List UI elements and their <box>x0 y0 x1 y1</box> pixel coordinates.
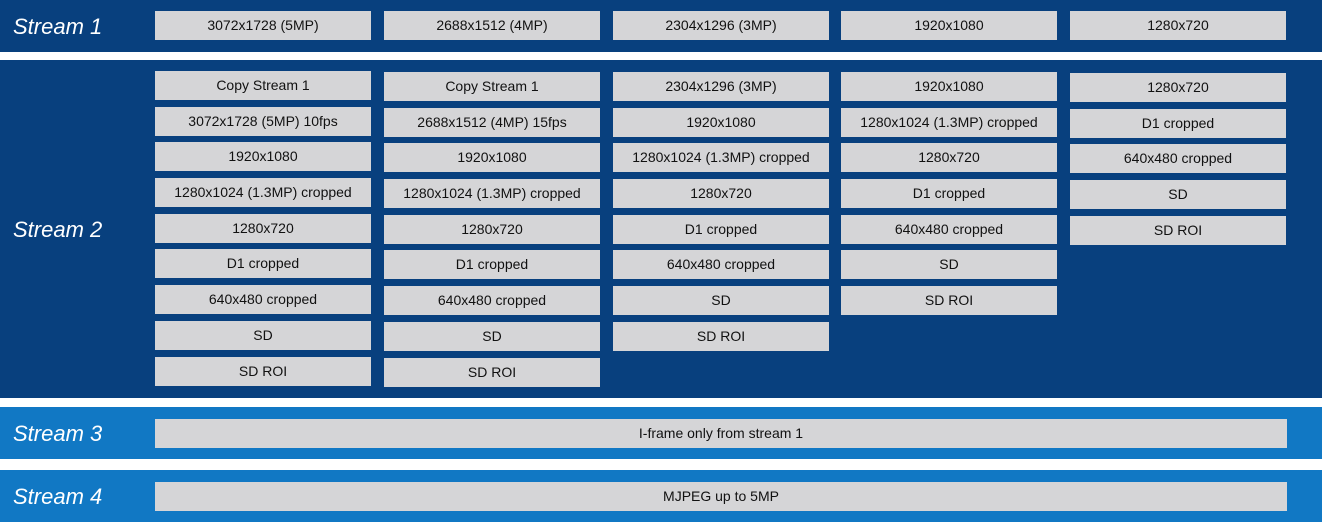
stream-2-option: 2304x1296 (3MP) <box>613 72 829 101</box>
stream-2-column: 2304x1296 (3MP) 1920x1080 1280x1024 (1.3MP… <box>613 72 829 351</box>
stream-2-option: 1280x1024 (1.3MP) cropped <box>384 179 600 209</box>
stream-2-option: SD <box>1070 180 1286 210</box>
stream-3-label: Stream 3 <box>13 421 103 446</box>
stream-2-option: D1 cropped <box>155 249 371 279</box>
stream-2-option: SD ROI <box>384 357 600 387</box>
stream-2-option: SD <box>384 321 600 351</box>
stream-2-option: Copy Stream 1 <box>155 71 371 100</box>
stream-2-option: 1920x1080 <box>384 143 600 173</box>
stream-3-row: Stream 3 I-frame only from stream 1 <box>0 407 1322 459</box>
stream-2-option: 1280x1024 (1.3MP) cropped <box>841 107 1057 137</box>
stream-2-option: 1920x1080 <box>841 72 1057 101</box>
stream-2-option: 640x480 cropped <box>1070 144 1286 174</box>
stream-1-option: 1920x1080 <box>841 11 1057 40</box>
stream-2-option: 640x480 cropped <box>384 286 600 316</box>
stream-2-option: 1280x720 <box>155 213 371 243</box>
stream-2-column: Copy Stream 1 3072x1728 (5MP) 10fps 1920x1… <box>155 71 371 386</box>
stream-2-option: D1 cropped <box>841 179 1057 209</box>
stream-2-option: D1 cropped <box>1070 108 1286 138</box>
stream-2-option: 1280x720 <box>613 179 829 209</box>
stream-2-option: 640x480 cropped <box>613 250 829 280</box>
stream-2-row: Stream 2 Copy Stream 1 3072x1728 (5MP) 10… <box>0 60 1322 398</box>
stream-2-option: 2688x1512 (4MP) 15fps <box>384 107 600 137</box>
stream-2-option: SD <box>155 320 371 350</box>
stream-1-row: Stream 1 3072x1728 (5MP) 2688x1512 (4MP) 2… <box>0 0 1322 52</box>
stream-2-option: Copy Stream 1 <box>384 72 600 101</box>
stream-2-option: 640x480 cropped <box>155 285 371 315</box>
stream-1-option: 1280x720 <box>1070 11 1286 40</box>
stream-2-option: 1280x720 <box>1070 73 1286 102</box>
stream-2-option: SD <box>613 286 829 316</box>
stream-1-label: Stream 1 <box>13 14 103 39</box>
stream-2-column: Copy Stream 1 2688x1512 (4MP) 15fps 1920x1… <box>384 72 600 387</box>
stream-2-option: 1280x1024 (1.3MP) cropped <box>613 143 829 173</box>
stream-2-option: SD ROI <box>1070 215 1286 245</box>
stream-2-option: SD ROI <box>613 321 829 351</box>
stream-2-option: 3072x1728 (5MP) 10fps <box>155 106 371 136</box>
stream-4-row: Stream 4 MJPEG up to 5MP <box>0 470 1322 522</box>
stream-1-option: 2688x1512 (4MP) <box>384 11 600 40</box>
stream-2-option: 1920x1080 <box>155 142 371 172</box>
stream-2-option: D1 cropped <box>384 250 600 280</box>
stream-2-column: 1920x1080 1280x1024 (1.3MP) cropped 1280x7… <box>841 72 1057 316</box>
stream-4-label: Stream 4 <box>13 484 103 509</box>
stream-2-option: SD ROI <box>155 356 371 386</box>
stream-2-option: 1920x1080 <box>613 107 829 137</box>
stream-2-option: SD ROI <box>841 286 1057 316</box>
stream-4-option: MJPEG up to 5MP <box>155 482 1287 511</box>
stream-2-option: 640x480 cropped <box>841 214 1057 244</box>
stream-2-option: 1280x720 <box>841 143 1057 173</box>
stream-2-option: D1 cropped <box>613 214 829 244</box>
stream-1-option: 3072x1728 (5MP) <box>155 11 371 40</box>
stream-1-option: 2304x1296 (3MP) <box>613 11 829 40</box>
stream-3-option: I-frame only from stream 1 <box>155 419 1287 448</box>
stream-2-option: 1280x1024 (1.3MP) cropped <box>155 178 371 208</box>
stream-2-option: SD <box>841 250 1057 280</box>
stream-2-option: 1280x720 <box>384 214 600 244</box>
stream-2-label: Stream 2 <box>13 217 103 242</box>
